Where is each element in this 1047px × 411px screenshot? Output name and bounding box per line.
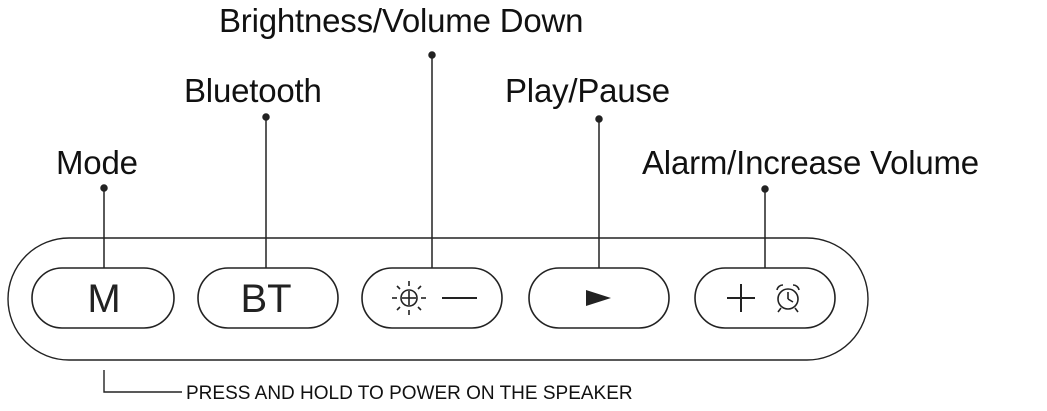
speaker-panel-outline [7,237,869,361]
power-note-leader [103,370,182,393]
mode-button-label: M [87,277,120,321]
brightness-volume-down-label: Brightness/Volume Down [219,2,584,39]
play-pause-label: Play/Pause [505,72,670,109]
alarm-increase-volume-label: Alarm/Increase Volume [642,144,979,181]
bluetooth-leader-dot [262,113,270,121]
sun-icon [392,281,426,315]
plus-icon [727,284,755,312]
alarm-increase-volume-button[interactable] [694,267,836,329]
brightness-volume-down-button[interactable] [361,267,503,329]
bluetooth-button-label: BT [240,277,291,321]
play-leader-dot [595,115,603,123]
mode-button[interactable] [31,267,175,329]
brightness-leader-dot [428,51,436,59]
play-icon [586,290,611,306]
bluetooth-button[interactable] [197,267,339,329]
power-on-note: PRESS AND HOLD TO POWER ON THE SPEAKER [186,383,633,404]
mode-label: Mode [56,144,138,181]
alarm-leader-dot [761,185,769,193]
alarm-clock-icon [776,284,800,313]
bluetooth-label: Bluetooth [184,72,322,109]
mode-leader-dot [100,184,108,192]
